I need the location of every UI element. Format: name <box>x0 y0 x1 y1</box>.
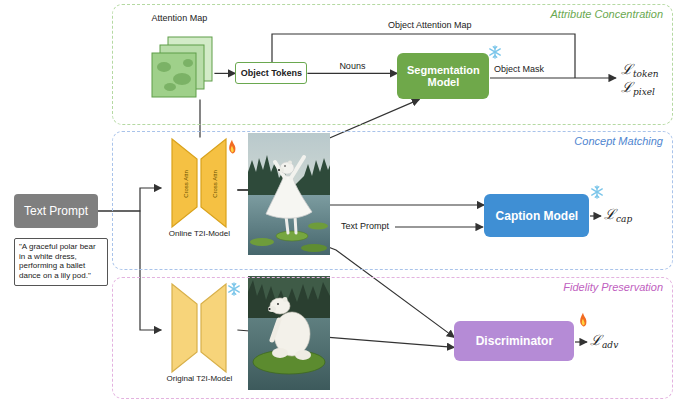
model-box: Discriminator <box>454 321 574 361</box>
unet-half <box>172 284 197 372</box>
edge-label: Nouns <box>337 61 367 71</box>
layer-label: Cross Attn <box>212 170 218 198</box>
node-label: Segmentation Model <box>401 64 485 89</box>
unet-shape <box>161 282 237 374</box>
connector <box>214 73 235 74</box>
band-title: Fidelity Preservation <box>563 281 663 293</box>
node-label: "A graceful polar bear in a white dress,… <box>19 242 103 280</box>
stage-band: Fidelity PreservationOriginal T2I-Model D… <box>112 277 673 399</box>
layer-label: Cross Attn <box>183 170 189 198</box>
unet-half <box>201 284 226 372</box>
frozen-icon <box>229 283 240 295</box>
attention-blob <box>157 62 171 72</box>
node-label: Text Prompt <box>24 204 88 218</box>
loss-term: ℒtoken <box>621 62 659 76</box>
node-label: Caption Model <box>496 209 579 223</box>
leader-line <box>395 226 483 227</box>
band-title: Attribute Concentration <box>550 8 663 20</box>
token-box: Object Tokens <box>235 62 307 84</box>
node-label: Object Tokens <box>241 68 302 78</box>
unet-model: Original T2I-Model <box>161 282 237 384</box>
frozen-icon <box>592 186 603 198</box>
model-box: Caption Model <box>484 194 589 237</box>
node-label: Original T2I-Model <box>161 374 237 383</box>
connector <box>307 73 397 74</box>
leader-line <box>590 215 601 216</box>
attention-layer <box>152 53 196 97</box>
node-label: Attention Map <box>144 13 214 23</box>
stage-band: Concept MatchingOnline T2I-Model Caption … <box>112 131 673 270</box>
node-label: Discriminator <box>476 334 553 348</box>
leader-line <box>575 341 587 342</box>
unet-half <box>172 139 197 227</box>
trainable-icon <box>229 140 235 154</box>
unet-half <box>201 139 226 227</box>
connector <box>98 188 161 211</box>
attention-blob <box>164 83 176 91</box>
prompt-example: "A graceful polar bear in a white dress,… <box>14 238 108 286</box>
frozen-icon <box>490 46 501 58</box>
generated-image <box>248 276 330 390</box>
node-label: Online T2I-Model <box>161 229 237 238</box>
flow-label: Object Mask <box>494 64 544 74</box>
attention-map: Attention Map <box>144 13 214 99</box>
loss-term: ℒpixel <box>621 80 655 94</box>
band-title: Concept Matching <box>574 135 663 147</box>
unet-shape <box>161 137 237 229</box>
model-box: Segmentation Model <box>397 53 489 99</box>
attention-blob <box>173 73 191 85</box>
loss-term: ℒcap <box>604 207 632 221</box>
input-label: Text Prompt <box>341 221 389 231</box>
generated-image <box>248 133 330 255</box>
leader-line <box>490 77 616 78</box>
trainable-icon <box>580 313 586 327</box>
flow-label: Object Attention Map <box>388 20 472 30</box>
unet-model: Online T2I-Model <box>161 137 237 239</box>
attention-blob <box>183 59 193 67</box>
attention-stack <box>144 27 214 99</box>
loss-term: ℒadv <box>590 333 618 347</box>
input-box: Text Prompt <box>14 194 98 228</box>
